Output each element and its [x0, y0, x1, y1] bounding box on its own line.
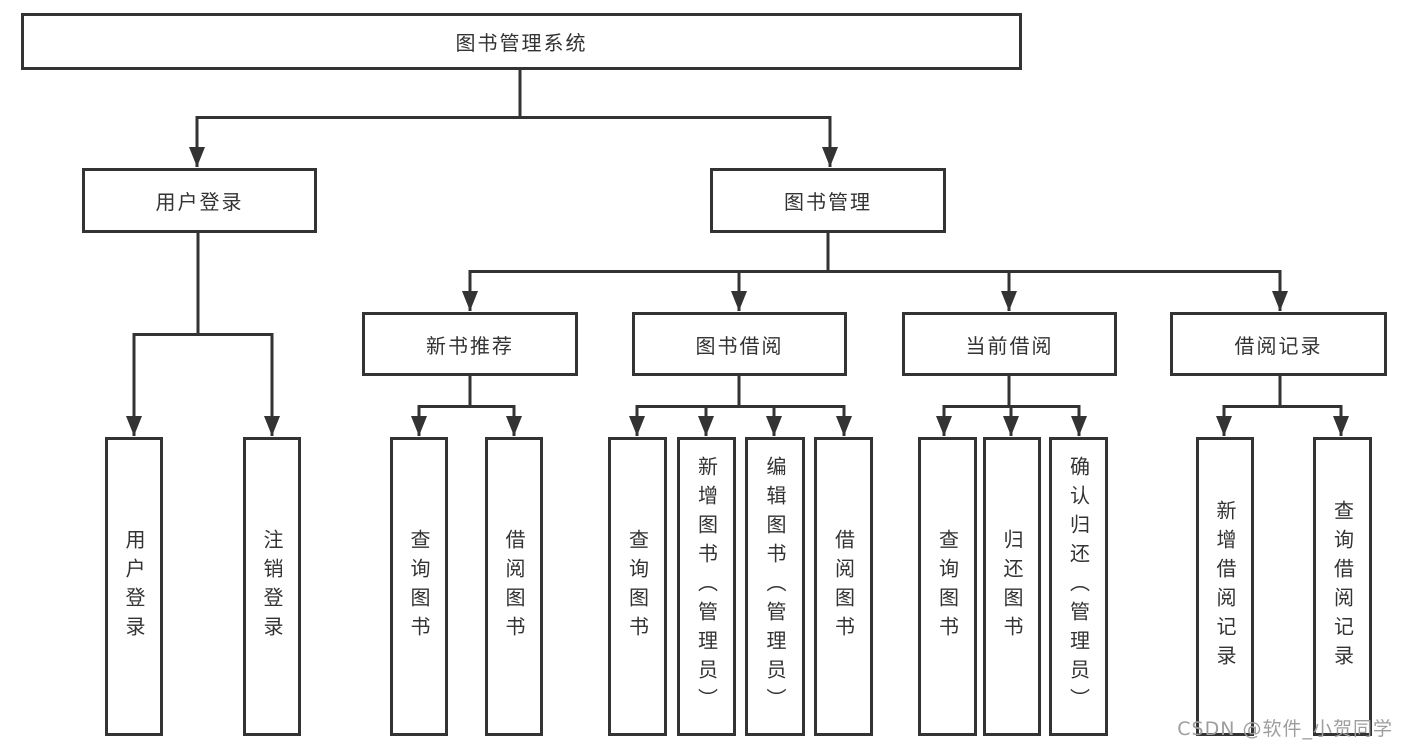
node-return-books: 归还图书: [983, 437, 1041, 736]
node-user-login: 用户登录: [82, 168, 317, 233]
node-book-borrowing: 图书借阅: [632, 312, 847, 376]
node-query-books-recommend: 查询图书: [390, 437, 448, 736]
node-borrow-books-recommend: 借阅图书: [485, 437, 543, 736]
node-borrow-books-borrowing: 借阅图书: [814, 437, 873, 736]
node-query-books-current: 查询图书: [918, 437, 977, 736]
csdn-watermark: CSDN @软件_小贺同学: [1177, 718, 1393, 740]
node-library-management-system: 图书管理系统: [21, 13, 1022, 70]
node-book-management: 图书管理: [710, 168, 946, 233]
node-confirm-return-admin: 确认归还（管理员）: [1049, 437, 1108, 736]
node-user-login-leaf: 用户登录: [105, 437, 163, 736]
node-add-borrowing-record: 新增借阅记录: [1196, 437, 1254, 736]
node-edit-books-admin: 编辑图书（管理员）: [745, 437, 805, 736]
node-new-book-recommendation: 新书推荐: [362, 312, 578, 376]
node-query-books-borrowing: 查询图书: [608, 437, 667, 736]
node-current-borrowing: 当前借阅: [902, 312, 1117, 376]
node-add-books-admin: 新增图书（管理员）: [677, 437, 736, 736]
node-query-borrowing-record: 查询借阅记录: [1313, 437, 1372, 736]
node-logout-leaf: 注销登录: [243, 437, 301, 736]
node-borrowing-record: 借阅记录: [1170, 312, 1387, 376]
